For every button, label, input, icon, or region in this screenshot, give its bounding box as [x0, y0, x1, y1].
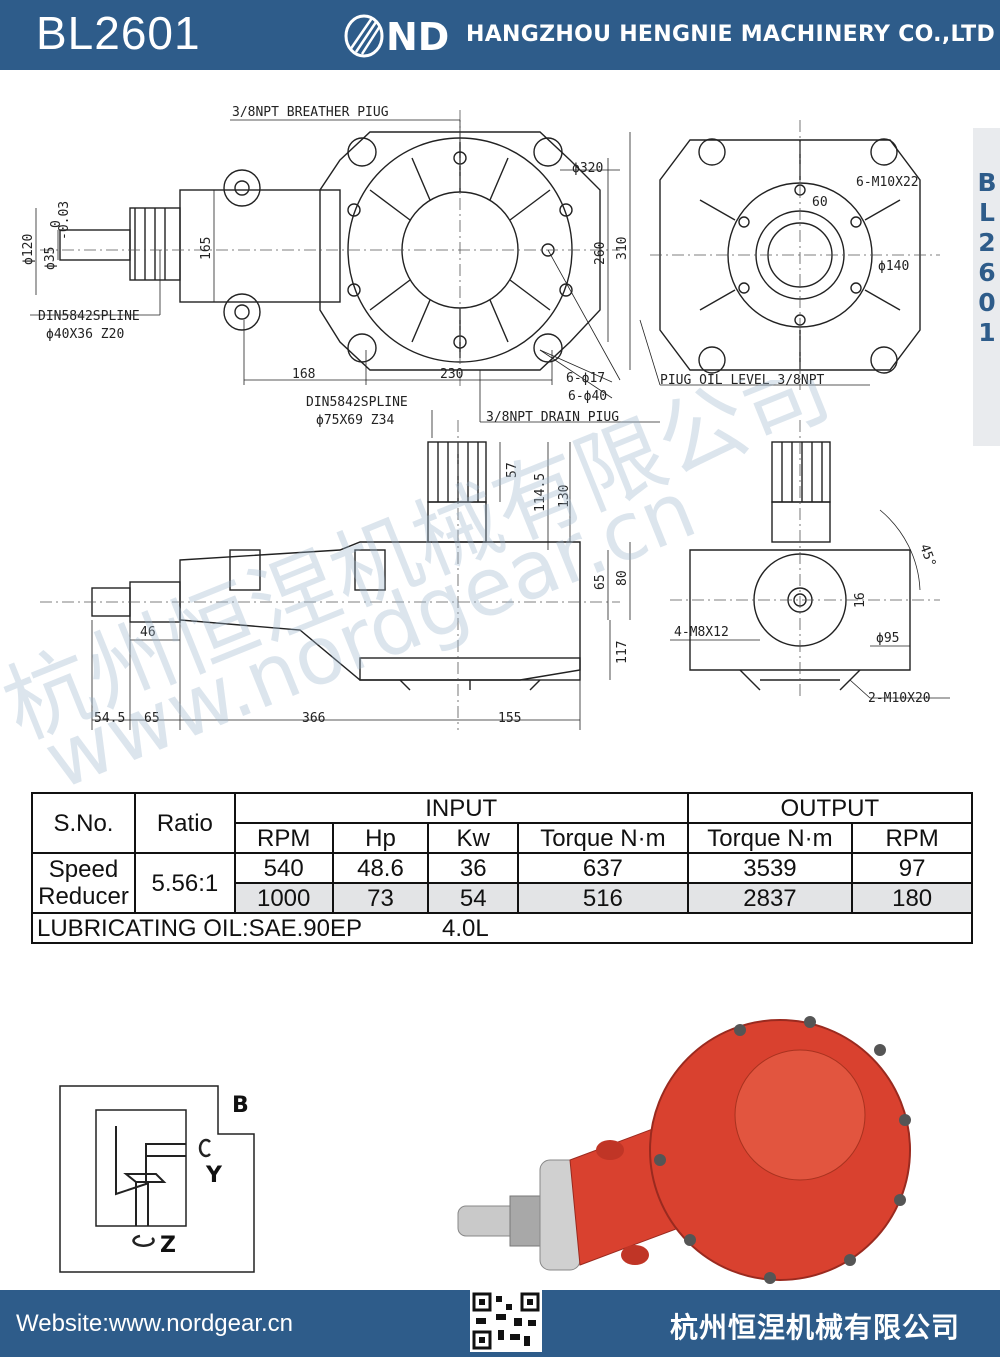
col-output-rpm: RPM — [851, 822, 973, 854]
spec-table: S.No. Ratio INPUT OUTPUT RPM Hp Kw Torqu… — [31, 792, 974, 944]
cell: 36 — [427, 852, 520, 884]
label-dim57: 57 — [505, 462, 520, 478]
photo-cap — [734, 1049, 866, 1181]
label-m8x12: 4-M8X12 — [674, 625, 729, 640]
cell: 1000 — [233, 882, 334, 914]
label-dim46: 46 — [140, 625, 156, 640]
label-oil-level: PIUG OIL LEVEL 3/8NPT — [660, 373, 825, 388]
cell: 54 — [427, 882, 520, 914]
label-dim60: 60 — [812, 195, 828, 210]
label-dim165: 165 — [199, 237, 214, 260]
col-input-torque: Torque N·m — [517, 822, 689, 854]
lube-volume: 4.0L — [442, 914, 489, 942]
cell-ratio: 5.56:1 — [133, 852, 236, 914]
label-dim65v: 65 — [593, 574, 608, 590]
label-dim117: 117 — [615, 641, 630, 664]
cell: 180 — [851, 882, 973, 914]
label-dim80: 80 — [615, 570, 630, 586]
header-ratio: Ratio — [133, 792, 236, 854]
label-m10x20: 2-M10X20 — [868, 691, 931, 706]
name-line1: Speed — [48, 856, 119, 883]
label-dim230: 230 — [440, 367, 463, 382]
technical-drawing: 3/8NPT BREATHER PIUG ϕ320 260 310 ϕ120 ϕ… — [21, 105, 950, 730]
label-din-in: DIN5842SPLINE — [38, 309, 140, 324]
bowl-outline — [319, 131, 601, 371]
rotation-schematic: B Y Z — [59, 1085, 255, 1273]
label-dim16: 16 — [853, 592, 868, 608]
label-m10x22: 6-M10X22 — [856, 175, 919, 190]
cell: 73 — [331, 882, 430, 914]
label-din-out: DIN5842SPLINE — [306, 395, 408, 410]
end-view-outline — [659, 139, 921, 371]
front-housing — [179, 541, 581, 681]
label-dim366: 366 — [302, 711, 325, 726]
cell: 540 — [233, 852, 334, 884]
label-dim155: 155 — [498, 711, 521, 726]
lubricating-oil-row: LUBRICATING OIL:SAE.90EP 4.0L — [31, 912, 973, 944]
model-title: BL2601 — [36, 7, 201, 59]
schematic-b: B — [232, 1093, 249, 1118]
input-shaft — [59, 229, 131, 261]
schematic-z: Z — [160, 1233, 176, 1258]
table-row: 1000 73 54 516 2837 180 — [32, 882, 973, 914]
label-dim130: 130 — [557, 485, 572, 508]
col-input-hp: Hp — [331, 822, 430, 854]
header-output: OUTPUT — [686, 792, 974, 824]
side-tab-label: BL2601 — [977, 168, 997, 347]
company-name-en: HANGZHOU HENGNIE MACHINERY CO.,LTD — [466, 22, 996, 47]
gearbox-photo — [457, 1016, 911, 1284]
cell: 48.6 — [331, 852, 430, 884]
label-dim168: 168 — [292, 367, 315, 382]
label-din-in-spec: ϕ40X36 Z20 — [46, 327, 124, 342]
side-housing — [689, 549, 911, 671]
label-drain: 3/8NPT DRAIN PIUG — [486, 410, 619, 425]
label-holes40: 6-ϕ40 — [568, 389, 607, 404]
logo-letters: ND — [386, 15, 449, 59]
label-tol-lower: -0.03 — [57, 201, 72, 240]
schematic-frame — [59, 1085, 255, 1273]
col-output-torque: Torque N·m — [686, 822, 854, 854]
label-angle45: 45° — [916, 542, 938, 569]
qr-code[interactable] — [470, 1290, 542, 1352]
label-dia35: ϕ35 — [43, 247, 58, 270]
label-breather: 3/8NPT BREATHER PIUG — [232, 105, 389, 120]
col-input-rpm: RPM — [233, 822, 334, 854]
label-dia140: ϕ140 — [878, 259, 909, 274]
label-dim54: 54.5 — [94, 711, 125, 726]
label-din-out-spec: ϕ75X69 Z34 — [316, 413, 394, 428]
cell: 2837 — [686, 882, 854, 914]
cell: 637 — [517, 852, 689, 884]
label-holes17: 6-ϕ17 — [566, 371, 605, 386]
schematic-y: Y — [205, 1163, 223, 1188]
header-sno: S.No. — [31, 792, 136, 854]
cell: 516 — [517, 882, 689, 914]
lube-label: LUBRICATING OIL:SAE.90EP — [37, 914, 362, 942]
header-bar: BL2601 ND HANGZHOU HENGNIE MACHINERY CO.… — [0, 0, 1000, 70]
company-name-cn: 杭州恒涅机械有限公司 — [670, 1311, 961, 1344]
side-tab — [973, 128, 1000, 446]
cell: 97 — [851, 852, 973, 884]
footer-bar: Website:www.nordgear.cn 杭州恒涅机械有限公司 — [0, 1290, 1000, 1357]
label-dim310: 310 — [615, 237, 630, 260]
website-link[interactable]: Website:www.nordgear.cn — [16, 1310, 294, 1337]
label-dim65h: 65 — [144, 711, 160, 726]
label-dia95: ϕ95 — [876, 631, 899, 646]
cell: 3539 — [686, 852, 854, 884]
header-input: INPUT — [233, 792, 689, 824]
label-dia120: ϕ120 — [21, 234, 36, 265]
label-tol-upper: 0 — [49, 220, 64, 228]
label-dim260: 260 — [593, 242, 608, 265]
label-dia320: ϕ320 — [572, 161, 603, 176]
schematic-box — [95, 1109, 187, 1227]
label-dim114: 114.5 — [533, 473, 548, 512]
name-line2: Reducer — [38, 883, 129, 910]
col-input-kw: Kw — [427, 822, 520, 854]
company-logo: ND — [344, 14, 449, 59]
